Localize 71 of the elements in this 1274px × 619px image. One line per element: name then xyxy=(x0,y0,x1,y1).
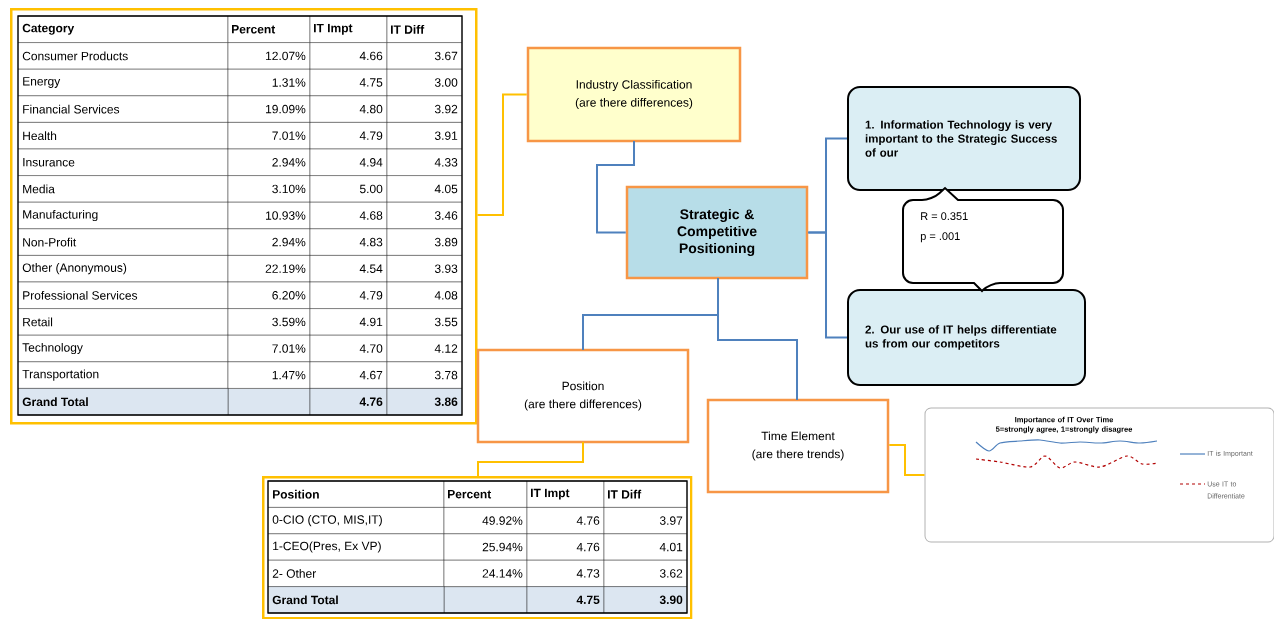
table-cell: 3.46 xyxy=(386,202,463,229)
table-cell: 3.62 xyxy=(603,560,688,587)
table-cell: 4.76 xyxy=(309,388,388,416)
table-cell: 3.78 xyxy=(386,361,463,389)
table-cell: 4.54 xyxy=(309,255,388,283)
table-cell: 4.91 xyxy=(309,308,388,336)
table-cell: 4.76 xyxy=(526,533,605,561)
central-topic-box: Strategic & Competitive Positioning xyxy=(625,185,809,280)
table-cell: 19.09% xyxy=(227,95,311,123)
table-header-cell: IT Impt xyxy=(526,480,605,508)
table-cell: 5.00 xyxy=(309,175,388,203)
table-cell: 4.70 xyxy=(309,335,388,362)
table-cell: 4.68 xyxy=(309,202,388,229)
table-cell: 4.79 xyxy=(309,281,388,309)
table-cell: 22.19% xyxy=(227,255,311,283)
connector xyxy=(596,140,635,234)
table-cell: 4.75 xyxy=(309,69,388,96)
table-cell: 3.91 xyxy=(386,122,463,150)
table-cell: 4.73 xyxy=(526,560,605,587)
topic-box: Position (are there differences) xyxy=(476,348,690,444)
table-cell: 4.83 xyxy=(309,228,388,256)
table-cell: 2.94% xyxy=(227,148,311,176)
table-cell: 4.01 xyxy=(603,533,688,561)
table-cell: 7.01% xyxy=(227,122,311,150)
topic-box: Time Element (are there trends) xyxy=(706,398,890,494)
connector xyxy=(477,441,584,477)
table-cell: 4.79 xyxy=(309,122,388,150)
table-header-cell: IT Impt xyxy=(309,15,388,43)
statement-box: 1. Information Technology is very important to the Strategic Success of our xyxy=(847,86,1081,191)
table-cell: 1.31% xyxy=(227,69,311,96)
table-cell: 3.90 xyxy=(603,586,688,614)
connector xyxy=(888,444,926,476)
connector xyxy=(476,93,528,216)
table-cell: 4.08 xyxy=(386,281,463,309)
table-cell: 3.93 xyxy=(386,255,463,283)
table-header-cell: Percent xyxy=(443,480,528,508)
table-cell: 3.86 xyxy=(386,388,463,416)
table-cell: 4.66 xyxy=(309,42,388,70)
table-header-cell: IT Diff xyxy=(386,15,463,43)
statement-box: 2. Our use of IT helps differentiate us from our competitors xyxy=(847,289,1086,386)
table-cell: 6.20% xyxy=(227,281,311,309)
table-cell: 4.75 xyxy=(526,586,605,614)
table-header-cell: Percent xyxy=(227,15,311,43)
table-cell: 2.94% xyxy=(227,228,311,256)
table-cell: 4.67 xyxy=(309,361,388,389)
table-cell: 4.76 xyxy=(526,507,605,534)
table-cell: 4.05 xyxy=(386,175,463,203)
table-cell: 3.55 xyxy=(386,308,463,336)
connector xyxy=(807,231,848,339)
table-cell: 3.00 xyxy=(386,69,463,96)
table-cell: 3.89 xyxy=(386,228,463,256)
table-header-cell: IT Diff xyxy=(603,480,688,508)
speech-bubble: R = 0.351 p = .001 xyxy=(902,187,1064,292)
table-cell: 25.94% xyxy=(443,533,528,561)
table-cell: 4.12 xyxy=(386,335,463,362)
table-cell: 10.93% xyxy=(227,202,311,229)
table-cell: 4.94 xyxy=(309,148,388,176)
table-cell: 3.97 xyxy=(603,507,688,534)
topic-box: Industry Classification (are there differences) xyxy=(526,46,742,143)
table-cell: 24.14% xyxy=(443,560,528,587)
table-cell: 7.01% xyxy=(227,335,311,362)
table-cell: 3.92 xyxy=(386,95,463,123)
table-cell: 3.67 xyxy=(386,42,463,70)
table-cell: 3.10% xyxy=(227,175,311,203)
table-cell: 1.47% xyxy=(227,361,311,389)
table-cell: 3.59% xyxy=(227,308,311,336)
connector xyxy=(717,277,798,401)
table-cell: 4.80 xyxy=(309,95,388,123)
table-cell: 4.33 xyxy=(386,148,463,176)
table-cell: 12.07% xyxy=(227,42,311,70)
table-cell: 49.92% xyxy=(443,507,528,534)
